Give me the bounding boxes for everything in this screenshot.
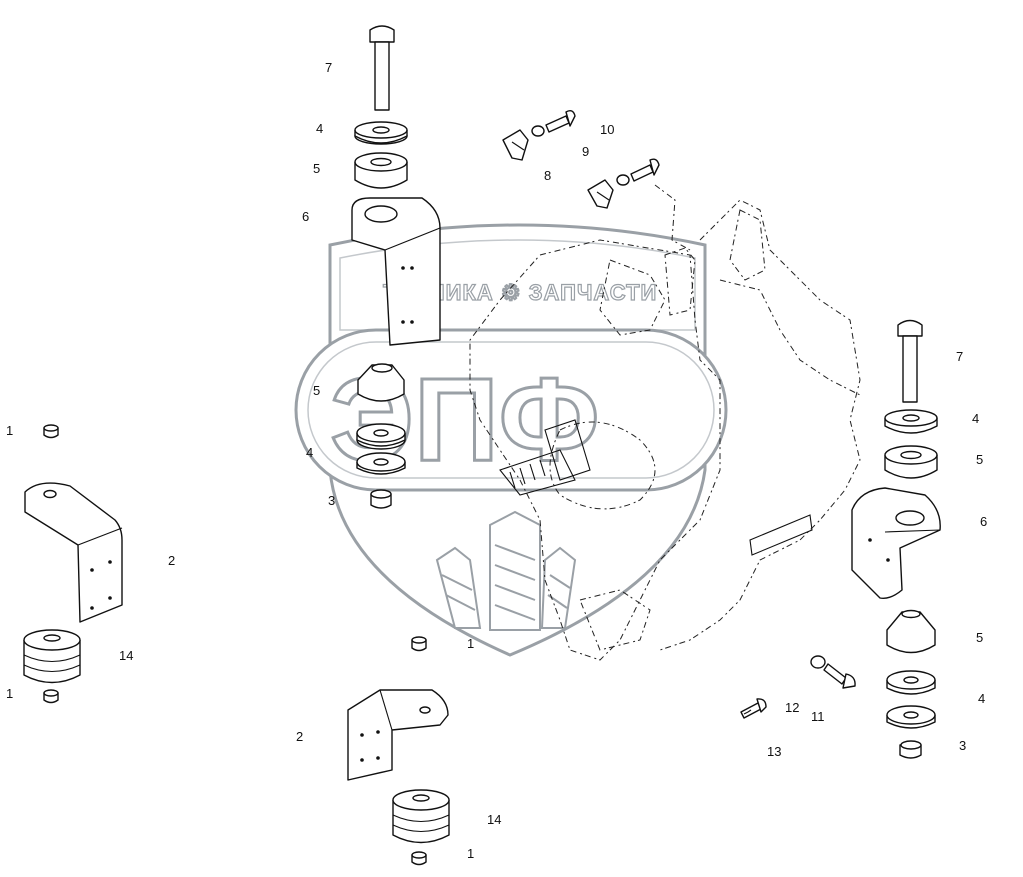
washer-4-top bbox=[354, 121, 408, 145]
bolt-8 bbox=[630, 158, 660, 182]
washer-11 bbox=[810, 655, 826, 669]
callout-5-right-top: 5 bbox=[976, 452, 983, 467]
left-mount-group bbox=[23, 424, 123, 704]
bottom-mount-group bbox=[347, 636, 450, 866]
callout-2-left: 2 bbox=[168, 553, 175, 568]
bolt-10 bbox=[545, 109, 576, 133]
callout-7-top: 7 bbox=[325, 60, 332, 75]
rubber-mount-14-left bbox=[23, 629, 81, 684]
callout-labels: 7 4 5 6 10 9 8 5 4 3 1 2 14 1 1 2 14 1 7… bbox=[6, 60, 987, 861]
bracket-bolt-group-8-10 bbox=[502, 109, 660, 209]
callout-6-top: 6 bbox=[302, 209, 309, 224]
callout-4-top: 4 bbox=[316, 121, 323, 136]
callout-3-mid: 3 bbox=[328, 493, 335, 508]
bracket-9 bbox=[502, 129, 529, 161]
nut-1-left-top bbox=[43, 424, 59, 439]
callout-14-left: 14 bbox=[119, 648, 133, 663]
bolt-7-top bbox=[369, 25, 395, 111]
callout-1-left-bottom: 1 bbox=[6, 686, 13, 701]
watermark-wheat-emblem bbox=[435, 510, 577, 631]
callout-9: 9 bbox=[582, 144, 589, 159]
bolt-12 bbox=[740, 698, 767, 719]
callout-1-center: 1 bbox=[467, 636, 474, 651]
callout-5-mid: 5 bbox=[313, 383, 320, 398]
callout-3-right: 3 bbox=[959, 738, 966, 753]
nut-1-left-bottom bbox=[43, 689, 59, 704]
watermark-logo-frame bbox=[294, 328, 728, 492]
callout-10: 10 bbox=[600, 122, 614, 137]
bracket-2-bottom bbox=[347, 689, 449, 781]
callout-4-right-top: 4 bbox=[972, 411, 979, 426]
callout-4-mid: 4 bbox=[306, 445, 313, 460]
bolt-7-right bbox=[897, 319, 923, 403]
washer-4-right-bottom-b bbox=[886, 705, 936, 729]
bushing-5-right-top bbox=[884, 445, 938, 479]
washer-4-mid bbox=[356, 423, 406, 450]
upper-mount-stack bbox=[351, 25, 441, 346]
callout-6-right: 6 bbox=[980, 514, 987, 529]
callout-11: 11 bbox=[811, 709, 825, 724]
washer-4-right-bottom-a bbox=[886, 670, 936, 695]
bushing-5-mid bbox=[357, 363, 405, 402]
bushing-5-top bbox=[354, 152, 408, 189]
callout-5-right-bottom: 5 bbox=[976, 630, 983, 645]
bracket-6-top bbox=[351, 197, 441, 346]
engine-assembly bbox=[469, 184, 861, 661]
right-mount-stack bbox=[851, 319, 941, 759]
callout-12: 12 bbox=[785, 700, 799, 715]
nut-3-right bbox=[899, 740, 922, 759]
callout-13: 13 bbox=[767, 744, 781, 759]
callout-2-bottom: 2 bbox=[296, 729, 303, 744]
bolt-group-11-13 bbox=[740, 655, 856, 719]
nut-3-mid bbox=[370, 489, 392, 509]
bracket-2-left bbox=[24, 482, 123, 623]
washer-10 bbox=[531, 125, 545, 137]
bracket-8 bbox=[587, 179, 614, 209]
bracket-6-right bbox=[851, 487, 941, 600]
callout-8: 8 bbox=[544, 168, 551, 183]
bolt-11 bbox=[823, 663, 856, 689]
callout-4-right-bottom: 4 bbox=[978, 691, 985, 706]
washer-4b-mid bbox=[356, 452, 406, 475]
callout-1-bottom: 1 bbox=[467, 846, 474, 861]
rubber-mount-14-bottom bbox=[392, 789, 450, 844]
washer-8 bbox=[616, 174, 630, 186]
washer-4-right-top bbox=[884, 409, 938, 434]
callout-1-left-top: 1 bbox=[6, 423, 13, 438]
callout-7-right: 7 bbox=[956, 349, 963, 364]
callout-14-bottom: 14 bbox=[487, 812, 501, 827]
nut-1-center bbox=[411, 636, 427, 652]
center-mount-stack bbox=[356, 363, 406, 509]
nut-1-bottom bbox=[411, 851, 427, 866]
callout-5-top: 5 bbox=[313, 161, 320, 176]
bushing-5-right-bottom bbox=[886, 609, 936, 654]
